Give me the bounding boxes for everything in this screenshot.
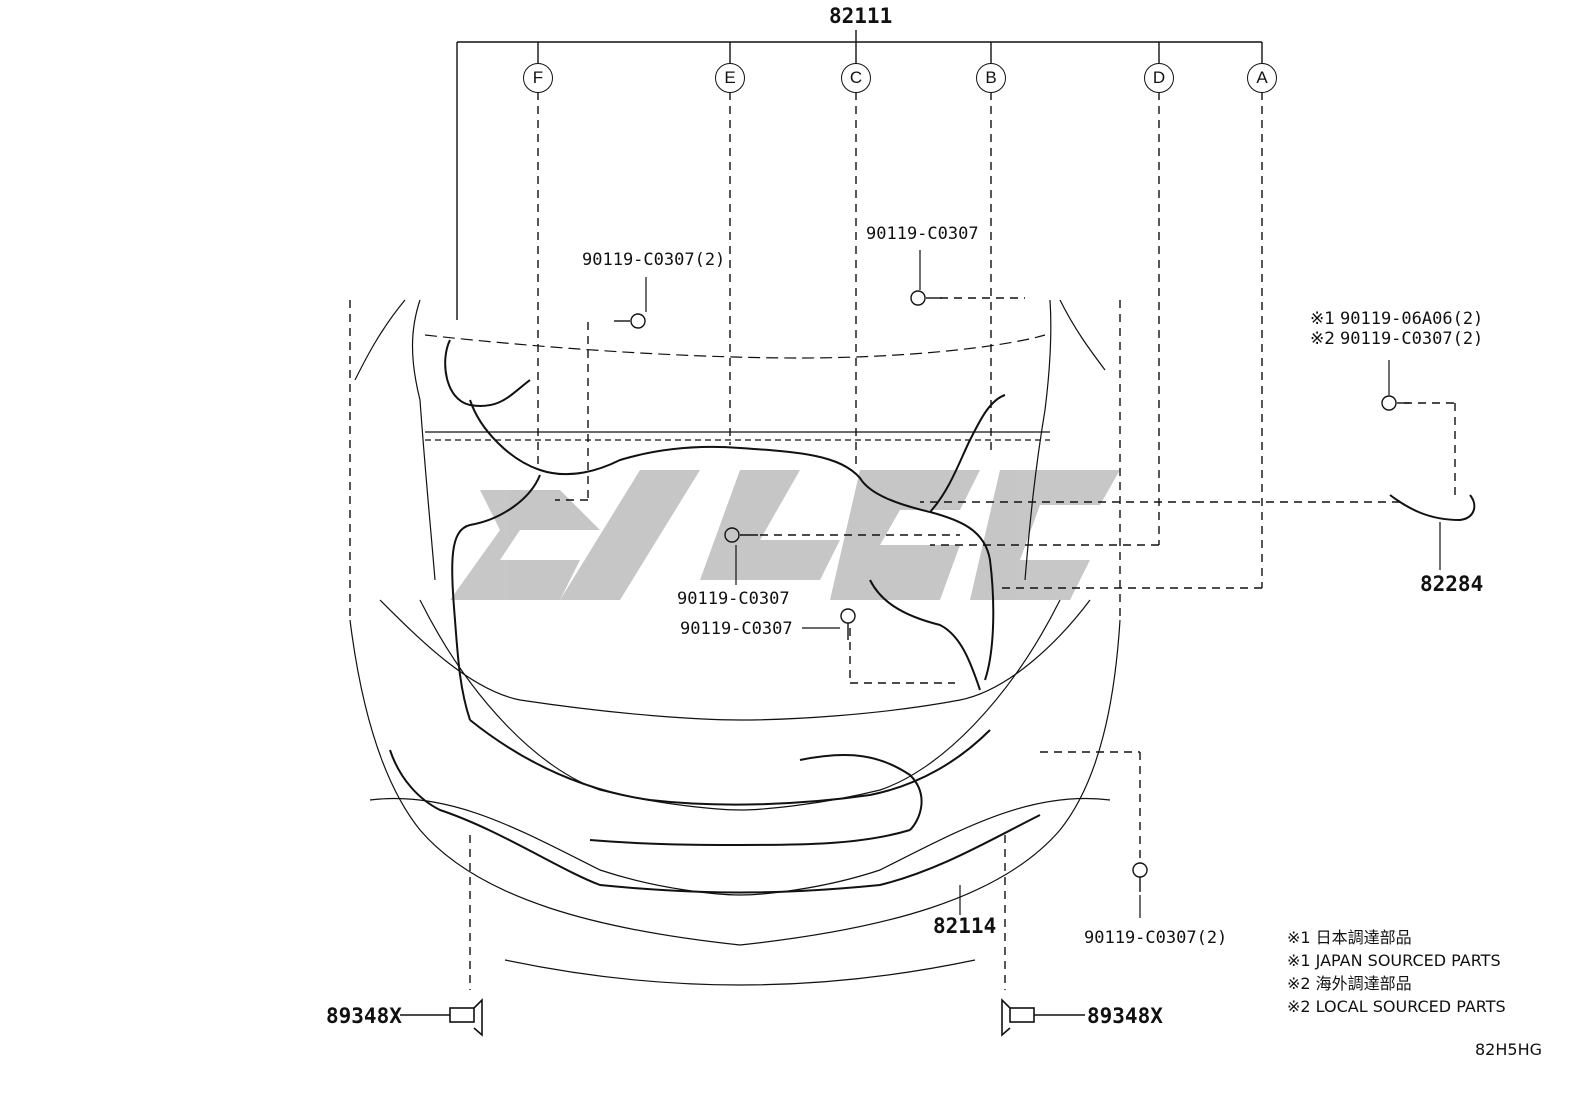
- clip-icons: [400, 998, 1085, 1037]
- legend-line-3: ※2 海外調達部品: [1287, 974, 1412, 993]
- clip-label-left: 89348X: [326, 1004, 402, 1028]
- bolt-label-left-top: 90119-C0307(2): [582, 250, 726, 270]
- connector-callout-d: D: [1144, 63, 1174, 93]
- bolt-label-mid-2: 90119-C0307: [680, 619, 793, 639]
- bolt-label-note-1: 90119-06A06(2): [1340, 309, 1484, 329]
- sourcing-legend: ※1 日本調達部品 ※1 JAPAN SOURCED PARTS ※2 海外調達…: [1287, 926, 1506, 1018]
- part-number-82111: 82111: [829, 4, 893, 28]
- assembly-bracket: [456, 30, 1263, 320]
- connector-callout-c: C: [841, 63, 871, 93]
- bolt-icon: [840, 608, 856, 640]
- bolt-label-note-2: 90119-C0307(2): [1340, 329, 1484, 349]
- bolt-icon: [1132, 862, 1148, 892]
- clip-icon-left: [400, 998, 483, 1037]
- bolt-icon: [724, 527, 758, 543]
- bolt-icon: [910, 290, 942, 306]
- connector-callout-e: E: [715, 63, 745, 93]
- part-number-82114: 82114: [933, 914, 997, 938]
- bolt-label-center-top: 90119-C0307: [866, 224, 979, 244]
- connector-callout-a: A: [1247, 63, 1277, 93]
- vehicle-body-outline: [349, 299, 1121, 986]
- bolt-icon: [614, 313, 646, 329]
- legend-line-2: ※1 JAPAN SOURCED PARTS: [1287, 951, 1501, 970]
- legend-line-4: ※2 LOCAL SOURCED PARTS: [1287, 997, 1506, 1016]
- diagram-code: 82H5HG: [1475, 1040, 1542, 1059]
- note-2-mark: ※2: [1310, 329, 1336, 349]
- wiring-harness: [389, 339, 1476, 894]
- bolt-icons: [614, 290, 1410, 892]
- connector-callout-f: F: [523, 63, 553, 93]
- note-1-mark: ※1: [1310, 309, 1336, 329]
- legend-line-1: ※1 日本調達部品: [1287, 928, 1412, 947]
- label-leaders: [645, 250, 1441, 918]
- watermark: [450, 470, 1120, 600]
- leader-lines: [349, 92, 1456, 990]
- part-number-82284: 82284: [1420, 572, 1484, 596]
- bolt-label-bottom-right: 90119-C0307(2): [1084, 928, 1228, 948]
- clip-icon-right: [1001, 998, 1085, 1037]
- bolt-label-mid-1: 90119-C0307: [677, 589, 790, 609]
- clip-label-right: 89348X: [1087, 1004, 1163, 1028]
- bolt-icon: [1381, 395, 1410, 411]
- connector-callout-b: B: [976, 63, 1006, 93]
